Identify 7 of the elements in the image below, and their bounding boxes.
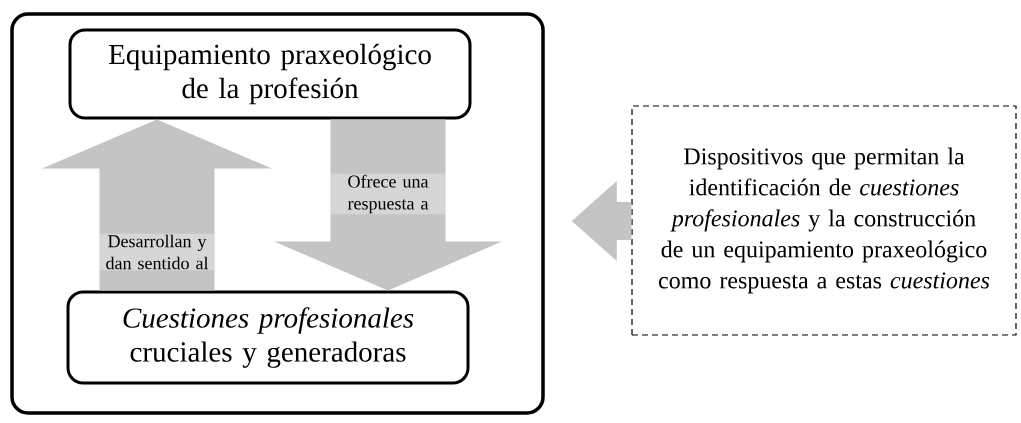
edge-label: Ofrece una respuesta a [331,173,445,215]
dashed-box: Dispositivos que permitan la identificación de cuestiones profesionales y la construcción de un equipamiento praxeológico como respuesta a estas cuestiones [631,105,1017,336]
process-box: Cuestiones profesionales cruciales y generadoras [66,290,470,385]
process-box: Equipamiento praxeológico de la profesión [68,28,472,120]
edge-label: Desarrollan y dan sentido al [100,233,214,271]
outer-box [10,12,545,415]
block-arrow [571,181,632,261]
